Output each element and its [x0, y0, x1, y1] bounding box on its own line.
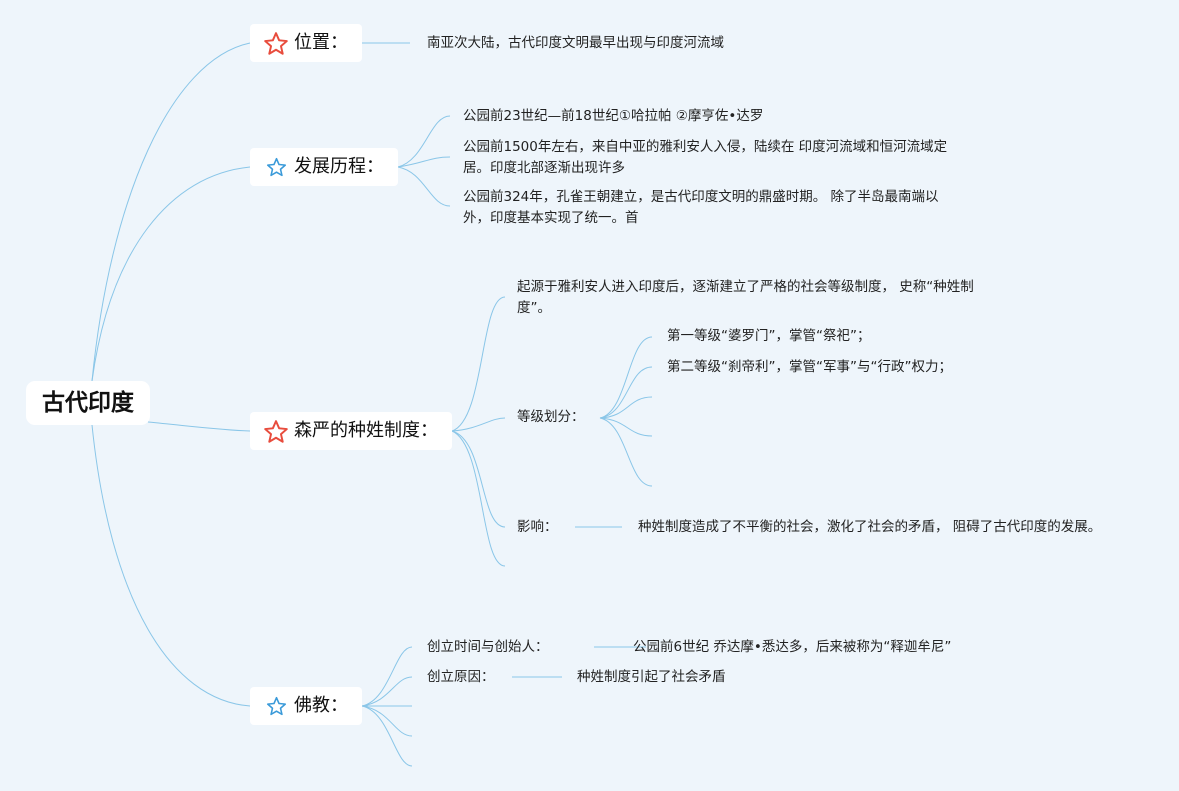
root-label: 古代印度	[42, 390, 134, 416]
link-grade-4	[599, 417, 653, 437]
root-node[interactable]: 古代印度	[26, 381, 150, 425]
link-bud-empty-2	[361, 705, 413, 737]
branch-caste-label: 森严的种姓制度：	[294, 420, 438, 441]
development-item-3: 公园前324年，孔雀王朝建立，是古代印度文明的鼎盛时期。 除了半岛最南端以外，印…	[463, 189, 939, 226]
link-dev-2	[397, 156, 451, 168]
star-blue-icon	[266, 157, 287, 177]
link-grade-1	[599, 336, 653, 419]
link-grade-2	[599, 366, 653, 419]
link-bud-reason	[361, 676, 413, 707]
branch-location[interactable]: 位置：	[250, 24, 362, 62]
link-caste-empty	[451, 430, 506, 567]
link-caste-influence	[451, 430, 506, 528]
buddhism-founding-reason-text: 种姓制度引起了社会矛盾	[577, 669, 726, 685]
star-red-icon	[264, 420, 288, 443]
link-dev-3	[397, 166, 451, 207]
branch-development[interactable]: 发展历程：	[250, 148, 398, 186]
buddhism-founding-time-label: 创立时间与创始人：	[427, 639, 549, 655]
star-blue-icon	[266, 696, 287, 716]
branch-buddhism[interactable]: 佛教：	[250, 687, 362, 725]
buddhism-founding-reason-label: 创立原因：	[427, 669, 495, 685]
link-root-buddhism	[91, 424, 251, 707]
caste-grade-2: 第二等级“刹帝利”，掌管“军事”与“行政”权力；	[667, 359, 952, 375]
development-item-2: 公园前1500年左右，来自中亚的雅利安人入侵，陆续在 印度河流域和恒河流域定居。…	[463, 139, 948, 176]
link-dev-1	[397, 115, 451, 168]
caste-grades-label: 等级划分：	[517, 409, 585, 425]
link-bud-time	[361, 646, 413, 707]
buddhism-founding-time-text: 公园前6世纪 乔达摩•悉达多，后来被称为“释迦牟尼”	[633, 639, 952, 655]
link-bud-empty-3	[361, 705, 413, 767]
link-root-caste	[147, 421, 251, 432]
development-item-1: 公园前23世纪—前18世纪①哈拉帕 ②摩亨佐•达罗	[463, 108, 764, 124]
link-root-development	[91, 166, 251, 382]
branch-development-label: 发展历程：	[294, 156, 384, 177]
link-caste-grades	[451, 417, 506, 432]
link-grade-5	[599, 417, 653, 487]
link-root-location	[91, 42, 251, 382]
caste-influence-label: 影响：	[517, 519, 558, 535]
star-red-icon	[264, 32, 288, 55]
branch-buddhism-label: 佛教：	[294, 695, 348, 716]
link-caste-origin	[451, 296, 506, 432]
branch-location-label: 位置：	[294, 32, 348, 53]
caste-origin: 起源于雅利安人进入印度后，逐渐建立了严格的社会等级制度， 史称“种姓制度”。	[517, 279, 974, 316]
caste-influence-text: 种姓制度造成了不平衡的社会，激化了社会的矛盾， 阻碍了古代印度的发展。	[638, 519, 1102, 535]
location-text: 南亚次大陆，古代印度文明最早出现与印度河流域	[427, 35, 724, 51]
branch-caste[interactable]: 森严的种姓制度：	[250, 412, 452, 450]
link-grade-3	[599, 396, 653, 419]
caste-grade-1: 第一等级“婆罗门”，掌管“祭祀”；	[667, 328, 871, 344]
